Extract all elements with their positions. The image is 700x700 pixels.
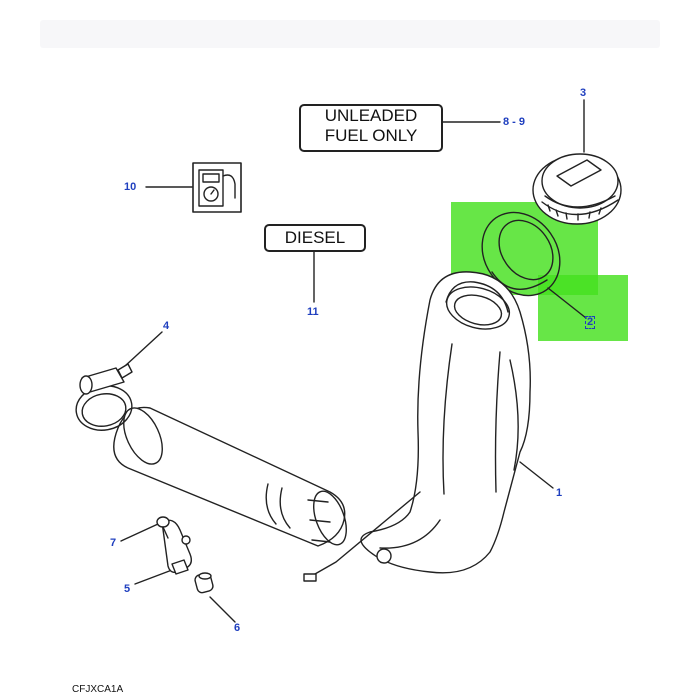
callout-3[interactable]: 3	[580, 87, 587, 99]
leader-1	[519, 461, 554, 489]
diesel-label: DIESEL	[264, 224, 366, 252]
callout-10[interactable]: 10	[124, 181, 137, 193]
callout-1[interactable]: 1	[556, 487, 563, 499]
callout-6[interactable]: 6	[234, 622, 241, 634]
faded-header-text	[40, 20, 660, 48]
filler-hose	[113, 406, 347, 547]
callout-11[interactable]: 11	[307, 306, 319, 318]
fuel-pump-pictogram	[192, 162, 242, 213]
callout-2[interactable]: 2	[585, 316, 596, 329]
unleaded-line-1: UNLEADED	[324, 106, 418, 125]
leader-5	[134, 569, 173, 585]
leader-4	[124, 331, 163, 367]
diagram-code: CFJXCA1A	[72, 684, 124, 695]
grommet-part-6	[194, 572, 214, 594]
highlight-callout-2	[538, 275, 628, 341]
leader-7	[120, 523, 159, 542]
fuel-cap-part-3	[532, 153, 622, 225]
leader-6	[209, 596, 236, 623]
bracket-part-5	[161, 519, 193, 575]
callout-8-9[interactable]: 8 - 9	[503, 116, 526, 128]
hose-clamp-part-4	[75, 363, 133, 431]
filler-pipe-part-1	[360, 271, 531, 574]
callout-7[interactable]: 7	[110, 537, 117, 549]
leader-2	[547, 287, 587, 319]
callout-4[interactable]: 4	[163, 320, 170, 332]
callout-5[interactable]: 5	[124, 583, 131, 595]
seal-ring-part-2	[481, 211, 561, 297]
screw-part-7	[156, 516, 170, 539]
breather-wire	[307, 491, 421, 579]
unleaded-line-2: FUEL ONLY	[324, 126, 418, 145]
unleaded-fuel-only-label: UNLEADED FUEL ONLY	[299, 104, 443, 152]
